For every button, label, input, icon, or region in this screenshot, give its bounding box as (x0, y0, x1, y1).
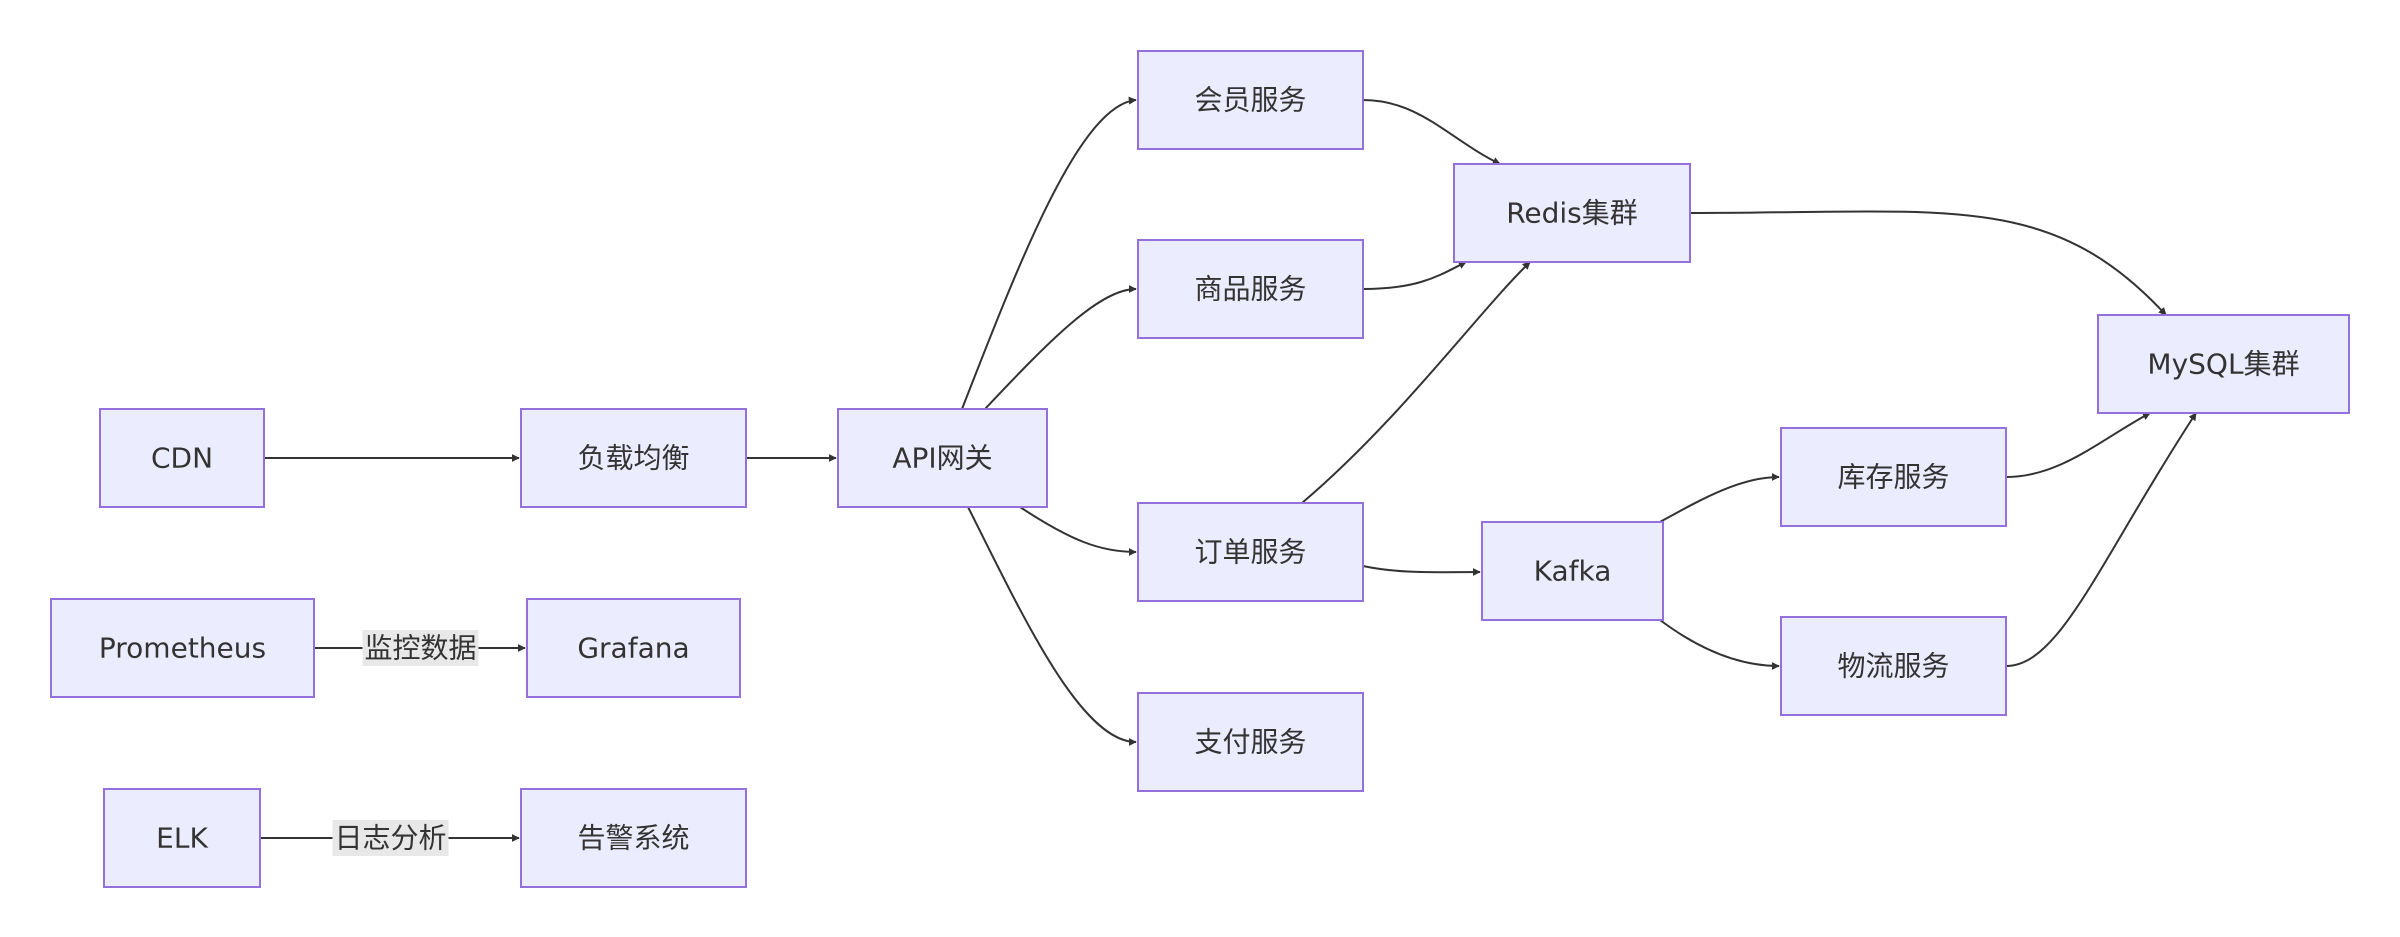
edge-label-text: 日志分析 (334, 822, 446, 855)
node-redis: Redis集群 (1453, 163, 1691, 263)
node-label: Prometheus (99, 632, 266, 665)
node-box (1137, 692, 1364, 792)
edge-label-elk-to-alert: 日志分析 (332, 820, 449, 856)
edge-label-text: 监控数据 (364, 632, 476, 665)
node-label: 物流服务 (1837, 650, 1949, 683)
edge-stock-to-mysql (2005, 412, 2151, 478)
edge-line (1301, 261, 1531, 504)
node-elk: ELK (103, 788, 261, 888)
edge-line (1689, 210, 2167, 316)
node-label: 商品服务 (1194, 273, 1306, 306)
edge-order-to-redis (1301, 261, 1531, 504)
edge-redis-to-mysql (1689, 210, 2167, 316)
node-box (2097, 314, 2350, 414)
node-kafka: Kafka (1481, 521, 1664, 621)
edge-line (967, 506, 1137, 746)
node-label: 会员服务 (1194, 84, 1306, 117)
edge-label-background (332, 820, 449, 856)
edge-line (984, 285, 1137, 410)
edge-line (1659, 619, 1780, 670)
node-product: 商品服务 (1137, 239, 1364, 339)
node-box (1453, 163, 1691, 263)
edge-gw-to-product (984, 285, 1137, 410)
node-label: 库存服务 (1837, 461, 1949, 494)
edge-gw-to-pay (967, 506, 1137, 746)
node-label: 负载均衡 (577, 442, 689, 475)
edge-line (1362, 565, 1481, 577)
edge-label-background (362, 630, 479, 666)
node-label: CDN (151, 442, 213, 475)
node-member: 会员服务 (1137, 50, 1364, 150)
node-box (1780, 427, 2007, 527)
node-box (1137, 239, 1364, 339)
edge-line (961, 96, 1137, 410)
edge-kafka-to-stock (1659, 473, 1780, 523)
node-label: 告警系统 (577, 822, 689, 855)
node-box (50, 598, 315, 698)
edge-gw-to-order (1019, 506, 1137, 556)
node-box (520, 408, 747, 508)
node-box (1137, 502, 1364, 602)
node-label: Grafana (577, 632, 689, 665)
edge-line (1362, 99, 1501, 165)
edge-line (1019, 506, 1137, 556)
edge-line (1362, 261, 1467, 290)
edge-kafka-to-logistics (1659, 619, 1780, 670)
node-logistics: 物流服务 (1780, 616, 2007, 716)
node-label: Kafka (1534, 555, 1612, 588)
node-box (526, 598, 741, 698)
node-gw: API网关 (837, 408, 1048, 508)
node-cdn: CDN (99, 408, 265, 508)
node-stock: 库存服务 (1780, 427, 2007, 527)
node-label: MySQL集群 (2147, 348, 2299, 381)
edge-product-to-redis (1362, 261, 1467, 290)
node-label: ELK (156, 822, 208, 855)
edge-gw-to-member (961, 96, 1137, 410)
edge-line (1659, 473, 1780, 523)
node-box (837, 408, 1048, 508)
node-prom: Prometheus (50, 598, 315, 698)
edge-label-prom-to-grafana: 监控数据 (362, 630, 479, 666)
node-box (1481, 521, 1664, 621)
node-order: 订单服务 (1137, 502, 1364, 602)
node-box (103, 788, 261, 888)
node-grafana: Grafana (526, 598, 741, 698)
node-mysql: MySQL集群 (2097, 314, 2350, 414)
node-label: API网关 (892, 442, 992, 475)
node-box (1137, 50, 1364, 150)
node-alert: 告警系统 (520, 788, 747, 888)
edge-line (2005, 412, 2151, 478)
node-box (1780, 616, 2007, 716)
node-lb: 负载均衡 (520, 408, 747, 508)
edge-order-to-kafka (1362, 565, 1481, 577)
node-label: 支付服务 (1194, 726, 1306, 759)
node-label: Redis集群 (1506, 197, 1638, 230)
edge-logistics-to-mysql (2005, 412, 2197, 667)
node-label: 订单服务 (1194, 536, 1306, 569)
node-box (520, 788, 747, 888)
node-pay: 支付服务 (1137, 692, 1364, 792)
edge-member-to-redis (1362, 99, 1501, 165)
node-box (99, 408, 265, 508)
edge-line (2005, 412, 2197, 667)
